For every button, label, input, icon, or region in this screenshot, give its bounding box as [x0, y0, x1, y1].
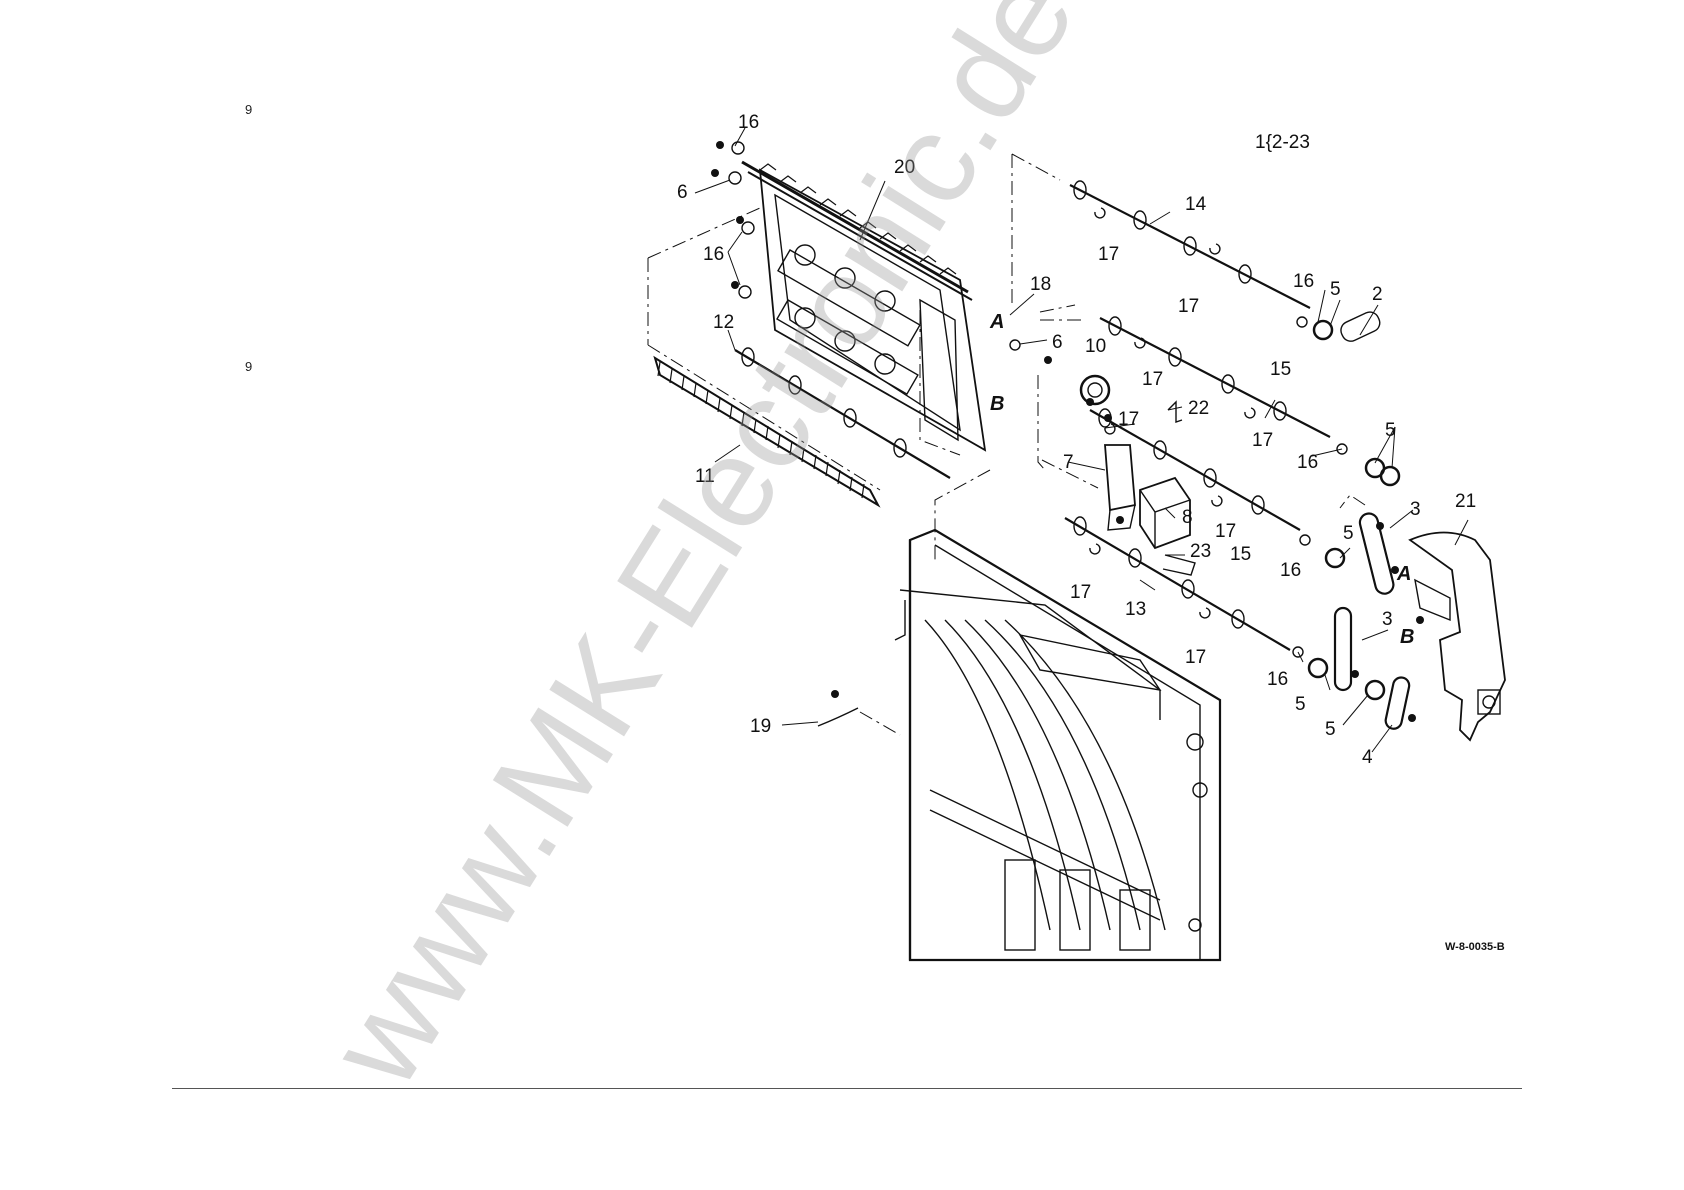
- roller-shaft-13: [1065, 517, 1290, 650]
- callout: 17: [1142, 369, 1163, 390]
- callout: 18: [1030, 274, 1051, 295]
- view-marker-a: A: [1396, 563, 1411, 585]
- callout: 14: [1185, 194, 1207, 215]
- callout: 19: [750, 716, 771, 737]
- callout: 5: [1325, 719, 1336, 740]
- callout: 17: [1215, 521, 1236, 542]
- spring-22: [1168, 402, 1182, 422]
- callout: 10: [1085, 336, 1106, 357]
- drive-belts: [1335, 512, 1411, 731]
- callout: 4: [1362, 747, 1373, 768]
- callout: 16: [1267, 669, 1288, 690]
- view-marker-a: A: [989, 311, 1004, 333]
- callout: 21: [1455, 491, 1476, 512]
- callout: 3: [1382, 609, 1393, 630]
- callout: 17: [1185, 647, 1206, 668]
- callout: 23: [1190, 541, 1211, 562]
- callout: 7: [1063, 452, 1074, 473]
- callout: 5: [1343, 523, 1354, 544]
- callout: 12: [713, 312, 734, 333]
- main-duplex-tray: [895, 530, 1220, 960]
- callout: 13: [1125, 599, 1146, 620]
- view-marker-b: B: [1400, 626, 1414, 648]
- callout: 5: [1385, 420, 1396, 441]
- callout: 8: [1182, 507, 1193, 528]
- callout: 17: [1098, 244, 1119, 265]
- watermark: www.MK-Electronic.de: [302, 0, 1102, 1111]
- callout: 5: [1295, 694, 1306, 715]
- callout: 22: [1188, 398, 1209, 419]
- right-cover-21: [1410, 533, 1505, 741]
- figure-id: W-8-0035-B: [1445, 941, 1505, 953]
- callout: 17: [1070, 582, 1091, 603]
- callout: 17: [1178, 296, 1199, 317]
- spring-19: [818, 708, 858, 726]
- assembly-range-label: 1{2-23: [1255, 132, 1310, 153]
- callout: 3: [1410, 499, 1421, 520]
- callout: 15: [1270, 359, 1291, 380]
- callout: 16: [703, 244, 724, 265]
- footer-divider: [172, 1088, 1522, 1089]
- callout: 17: [1118, 409, 1139, 430]
- callout: 16: [1280, 560, 1301, 581]
- callout: 16: [1293, 271, 1314, 292]
- callout: 17: [1252, 430, 1273, 451]
- callout: 6: [677, 182, 688, 203]
- callout: 16: [1297, 452, 1318, 473]
- view-marker-b: B: [990, 393, 1004, 415]
- callout: 6: [1052, 332, 1063, 353]
- callout: 2: [1372, 284, 1383, 305]
- callout: 16: [738, 112, 759, 133]
- callout: 15: [1230, 544, 1251, 565]
- callout: 5: [1330, 279, 1341, 300]
